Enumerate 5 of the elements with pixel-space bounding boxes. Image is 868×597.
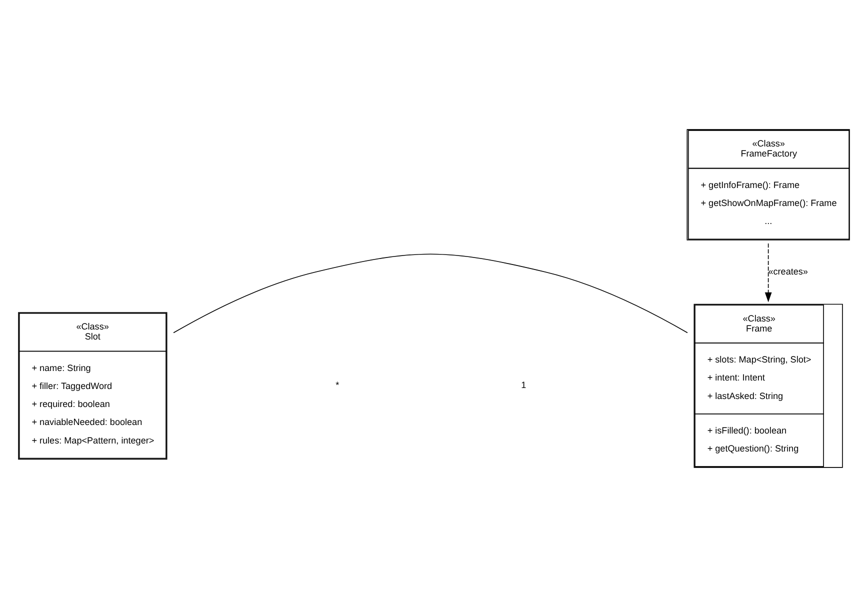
label: * [336,380,340,390]
arrow [764,243,772,302]
edge-label: «creates» [768,266,808,276]
connector [173,254,688,334]
label: 1 [521,380,526,390]
